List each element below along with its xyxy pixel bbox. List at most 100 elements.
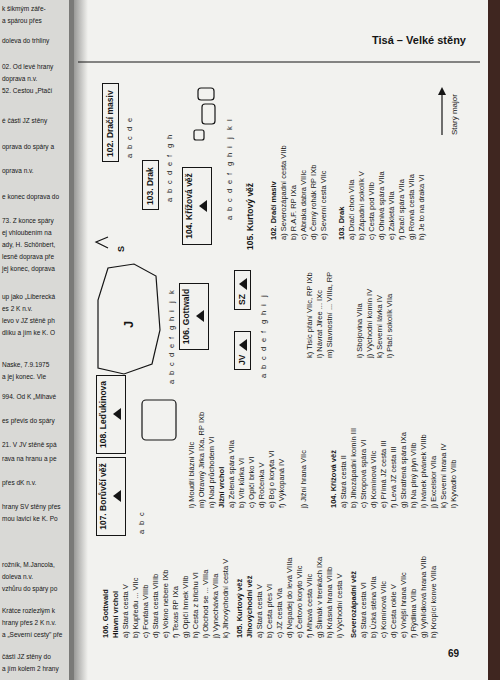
label-holder: k bbox=[168, 290, 177, 294]
route-line: e) Přímá JZ cesta III bbox=[379, 440, 388, 508]
label-holder: b bbox=[260, 365, 269, 369]
route-line: b) Jihozápadní komín III bbox=[349, 428, 358, 508]
route-letter: d bbox=[165, 171, 174, 175]
route-line: f) Mhavá cesta VIIc bbox=[305, 574, 314, 638]
page-fragment: doprava n.v. bbox=[2, 75, 37, 82]
page-fragment: k šikmým záře- bbox=[2, 5, 46, 12]
route-line: l) Návrat Jiřee ... IXc bbox=[315, 290, 324, 358]
label-holder: h bbox=[168, 317, 177, 321]
label-holder: b) Úzká stěna VIIa bbox=[370, 576, 379, 638]
label-holder: i bbox=[226, 146, 235, 148]
route-line: e) Zakletá VIIa bbox=[387, 191, 396, 240]
label-holder: g bbox=[168, 326, 177, 330]
label-holder: 994. Od K „Mihavé bbox=[2, 393, 56, 400]
page-fragment: é části JZ stěny bbox=[2, 117, 47, 124]
label-holder: 21. V JV stěně spá bbox=[2, 441, 57, 448]
label-holder: ady, H. Schönbert, bbox=[2, 241, 55, 248]
route-line: 106. Gottwald bbox=[101, 589, 110, 638]
label-holder: b bbox=[168, 371, 177, 375]
label-holder: k bbox=[226, 126, 235, 130]
page-fragment: rava na hranu a pe bbox=[2, 455, 57, 462]
page-fragment: 02. Od levé hrany bbox=[2, 63, 53, 70]
route-line: a) Dračí chon VIIa bbox=[347, 180, 356, 240]
label-holder: a „Severní cesty" pře bbox=[2, 631, 62, 638]
label-holder: dlíku a jím ke K. O bbox=[2, 329, 55, 336]
label-holder: Jižní vrchol bbox=[218, 467, 227, 508]
label-holder: Starý major bbox=[450, 94, 459, 135]
tower-label: 104. Křížová věž bbox=[185, 173, 195, 239]
route-line: f) Dračí spára VIIa bbox=[397, 179, 406, 240]
label-holder: n) Nad průchodem VI bbox=[208, 437, 217, 508]
label-holder: části JZ stěny do bbox=[2, 653, 51, 660]
label-holder: f bbox=[168, 337, 177, 339]
route-line: g) Sbratřená spára IXa bbox=[399, 432, 408, 508]
label-holder: é části JZ stěny bbox=[2, 117, 47, 124]
route-letter: c bbox=[225, 198, 234, 202]
label-holder: a) Stará cesta V bbox=[122, 584, 131, 638]
label-holder: Naske, 7.9.1975 bbox=[2, 361, 49, 368]
route-letter: a bbox=[137, 530, 146, 534]
label-holder: a) Stará cesta VI bbox=[360, 582, 369, 638]
route-line: d) Ročenka V bbox=[257, 463, 266, 508]
label-holder: f) Dračí spára VIIa bbox=[398, 179, 407, 240]
label-holder: b) Vítr kůrka VI bbox=[238, 458, 247, 508]
label-holder: doleva do trhliny bbox=[2, 37, 49, 44]
route-letter: d bbox=[167, 353, 176, 357]
label-holder: e bbox=[168, 344, 177, 348]
route-letter: g bbox=[259, 320, 268, 324]
label-holder: c bbox=[168, 362, 177, 366]
tower-label: 103. Drak bbox=[146, 167, 156, 205]
rock-tower: JV bbox=[234, 331, 251, 370]
rock-tower: 103. Drak bbox=[142, 160, 159, 210]
route-line: h) Cesta z břichu VI bbox=[191, 572, 200, 638]
north-mark: S bbox=[116, 246, 126, 252]
route-line: d) Cesta rokle V bbox=[389, 584, 398, 638]
label-holder: a) Stará cesta V bbox=[256, 584, 265, 638]
route-line: f) Texas RP IXa bbox=[171, 586, 180, 638]
page-fragment: es převis do spáry bbox=[2, 417, 55, 424]
route-line: d) Komínová VIIc bbox=[369, 450, 378, 508]
label-holder: 52. Cestou „Ptačí bbox=[2, 87, 52, 94]
route-line: b) Cesta přes VI bbox=[265, 584, 274, 638]
route-letter: h bbox=[165, 135, 174, 139]
label-holder: jej konec, doprava bbox=[2, 265, 55, 272]
label-holder: 103. Drak bbox=[338, 207, 347, 240]
label-holder: vzhůru do spáry po bbox=[2, 585, 57, 592]
area-letter: J bbox=[121, 321, 136, 328]
label-holder: f) Levá JZ cesta III bbox=[390, 446, 399, 508]
label-holder: d bbox=[226, 189, 235, 193]
label-holder: mou lavicí ke K. Po bbox=[2, 515, 58, 522]
route-line: h) Krásná hrana VIIIb bbox=[325, 567, 334, 638]
route-line: k) Severní hrana IV bbox=[439, 443, 448, 508]
route-line: e) Boj o koryta VI bbox=[267, 450, 276, 508]
label-holder: i) Sbojovina VIIa bbox=[356, 303, 365, 358]
label-holder: a bbox=[126, 154, 135, 158]
label-holder: g bbox=[226, 162, 235, 166]
label-holder: c bbox=[138, 512, 147, 516]
label-holder: e) Přímá JZ cesta III bbox=[380, 440, 389, 508]
route-line: Jižní vrchol bbox=[217, 467, 226, 508]
page-fragment: části JZ stěny do bbox=[2, 653, 51, 660]
label-holder: d) Černý rohák RP IXb bbox=[310, 165, 319, 240]
route-line: g) Vyhlídková hrana VIIb bbox=[419, 556, 428, 638]
label-holder: c) Abraka dabra VIIIc bbox=[300, 170, 309, 240]
running-header: Tisá – Velké stěny bbox=[372, 34, 466, 46]
page-fragment: dlíku a jím ke K. O bbox=[2, 329, 55, 336]
route-letter: c bbox=[137, 512, 146, 516]
route-line: d) Stará cesta VIIIb bbox=[151, 574, 160, 638]
label-holder: h) Kropící konve VIIIa bbox=[430, 566, 439, 638]
label-holder: c bbox=[260, 356, 269, 360]
route-line: f) Rýdlima VIIb bbox=[409, 589, 418, 638]
label-holder: b bbox=[138, 521, 147, 525]
route-letter: b bbox=[259, 365, 268, 369]
label-holder: c bbox=[166, 180, 175, 184]
label-holder: d) Nepadej do levá VIIIa bbox=[286, 558, 295, 638]
route-line: f) Levá JZ cesta III bbox=[389, 446, 398, 508]
route-line: j) Excelsior VIIa bbox=[429, 456, 438, 508]
label-holder: a) Zelená spára VIIa bbox=[228, 440, 237, 508]
route-line: a) Stará cesta VI bbox=[359, 582, 368, 638]
route-line: c) Fontána VIIIb bbox=[141, 585, 150, 638]
page-fragment: hrany SV stěny přes bbox=[2, 503, 61, 510]
label-holder: k) Severní lávka IV bbox=[376, 295, 385, 358]
route-line: e) Vokno nebere IXb bbox=[161, 570, 170, 638]
